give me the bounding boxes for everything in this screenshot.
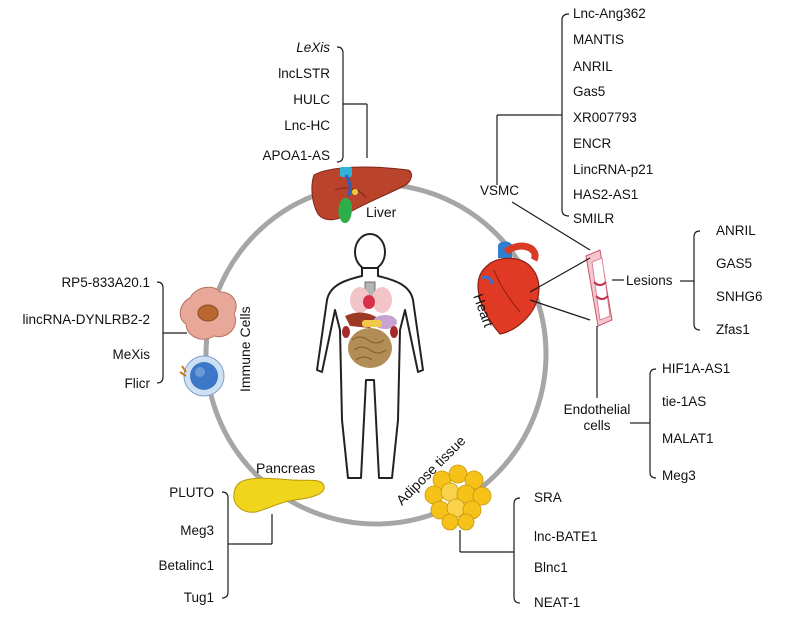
lesions-gene-2: GAS5 <box>716 256 752 271</box>
vsmc-gene-2: MANTIS <box>573 32 624 47</box>
liver-gene-3: HULC <box>293 92 330 107</box>
pancreas-gene-2: Meg3 <box>180 523 214 538</box>
immune-bracket <box>156 281 187 384</box>
lesions-gene-3: SNHG6 <box>716 289 763 304</box>
immune-cells-label: Immune Cells <box>237 306 253 392</box>
pancreas-gene-1: PLUTO <box>169 485 214 500</box>
pancreas-gene-3: Betalinc1 <box>158 558 214 573</box>
lesions-gene-list: ANRIL GAS5 SNHG6 Zfas1 <box>716 223 763 337</box>
pancreas-gene-4: Tug1 <box>184 590 214 605</box>
immune-gene-list: RP5-833A20.1 lincRNA-DYNLRB2-2 MeXis Fli… <box>22 275 150 391</box>
endothelial-gene-2: tie-1AS <box>662 394 706 409</box>
lesions-label: Lesions <box>626 273 673 288</box>
pancreas-icon <box>233 477 325 513</box>
adipose-gene-list: SRA lnc-BATE1 Blnc1 NEAT-1 <box>534 490 598 610</box>
pancreas-bracket <box>221 491 273 599</box>
human-body-icon <box>316 233 424 479</box>
lesions-gene-1: ANRIL <box>716 223 756 238</box>
vsmc-gene-1: Lnc-Ang362 <box>573 6 646 21</box>
vsmc-gene-4: Gas5 <box>573 84 605 99</box>
adipose-gene-1: SRA <box>534 490 562 505</box>
immune-gene-3: MeXis <box>112 347 150 362</box>
endothelial-label-line1: Endothelial <box>564 402 631 417</box>
liver-icon <box>311 166 412 224</box>
liver-label: Liver <box>366 204 397 220</box>
lymphocyte-icon <box>179 355 225 397</box>
heart-icon <box>477 241 540 335</box>
immune-gene-4: Flicr <box>125 376 151 391</box>
artery-lesion-icon <box>585 249 613 327</box>
liver-bracket <box>336 46 368 163</box>
pancreas-gene-list: PLUTO Meg3 Betalinc1 Tug1 <box>158 485 214 605</box>
liver-gene-4: Lnc-HC <box>284 118 330 133</box>
vsmc-gene-list: Lnc-Ang362 MANTIS ANRIL Gas5 XR007793 EN… <box>573 6 653 226</box>
macrophage-icon <box>179 286 237 340</box>
liver-gene-1: LeXis <box>296 40 330 55</box>
endothelial-bracket <box>630 368 657 479</box>
liver-gene-list: LeXis lncLSTR HULC Lnc-HC APOA1-AS <box>262 40 330 163</box>
endothelial-label-line2: cells <box>583 418 610 433</box>
immune-gene-1: RP5-833A20.1 <box>61 275 150 290</box>
endothelial-gene-list: HIF1A-AS1 tie-1AS MALAT1 Meg3 <box>662 361 730 483</box>
lesions-gene-4: Zfas1 <box>716 322 750 337</box>
adipose-bracket <box>459 497 521 604</box>
endothelial-gene-4: Meg3 <box>662 468 696 483</box>
vsmc-bracket <box>496 13 570 217</box>
adipose-gene-4: NEAT-1 <box>534 595 580 610</box>
endothelial-gene-3: MALAT1 <box>662 431 714 446</box>
vsmc-gene-3: ANRIL <box>573 59 613 74</box>
liver-gene-5: APOA1-AS <box>262 148 330 163</box>
vsmc-label: VSMC <box>480 183 519 198</box>
endothelial-gene-1: HIF1A-AS1 <box>662 361 730 376</box>
vsmc-gene-7: LincRNA-p21 <box>573 162 653 177</box>
immune-gene-2: lincRNA-DYNLRB2-2 <box>22 312 150 327</box>
adipose-gene-2: lnc-BATE1 <box>534 529 598 544</box>
vsmc-gene-5: XR007793 <box>573 110 637 125</box>
liver-gene-2: lncLSTR <box>278 66 330 81</box>
vsmc-connector <box>511 201 591 251</box>
vsmc-gene-6: ENCR <box>573 136 612 151</box>
pancreas-label: Pancreas <box>256 460 315 476</box>
adipose-icon <box>424 464 492 531</box>
adipose-gene-3: Blnc1 <box>534 560 568 575</box>
vsmc-gene-8: HAS2-AS1 <box>573 187 638 202</box>
heart-artery-connectors <box>529 257 591 321</box>
vsmc-gene-9: SMILR <box>573 211 615 226</box>
lesions-bracket <box>680 230 701 331</box>
